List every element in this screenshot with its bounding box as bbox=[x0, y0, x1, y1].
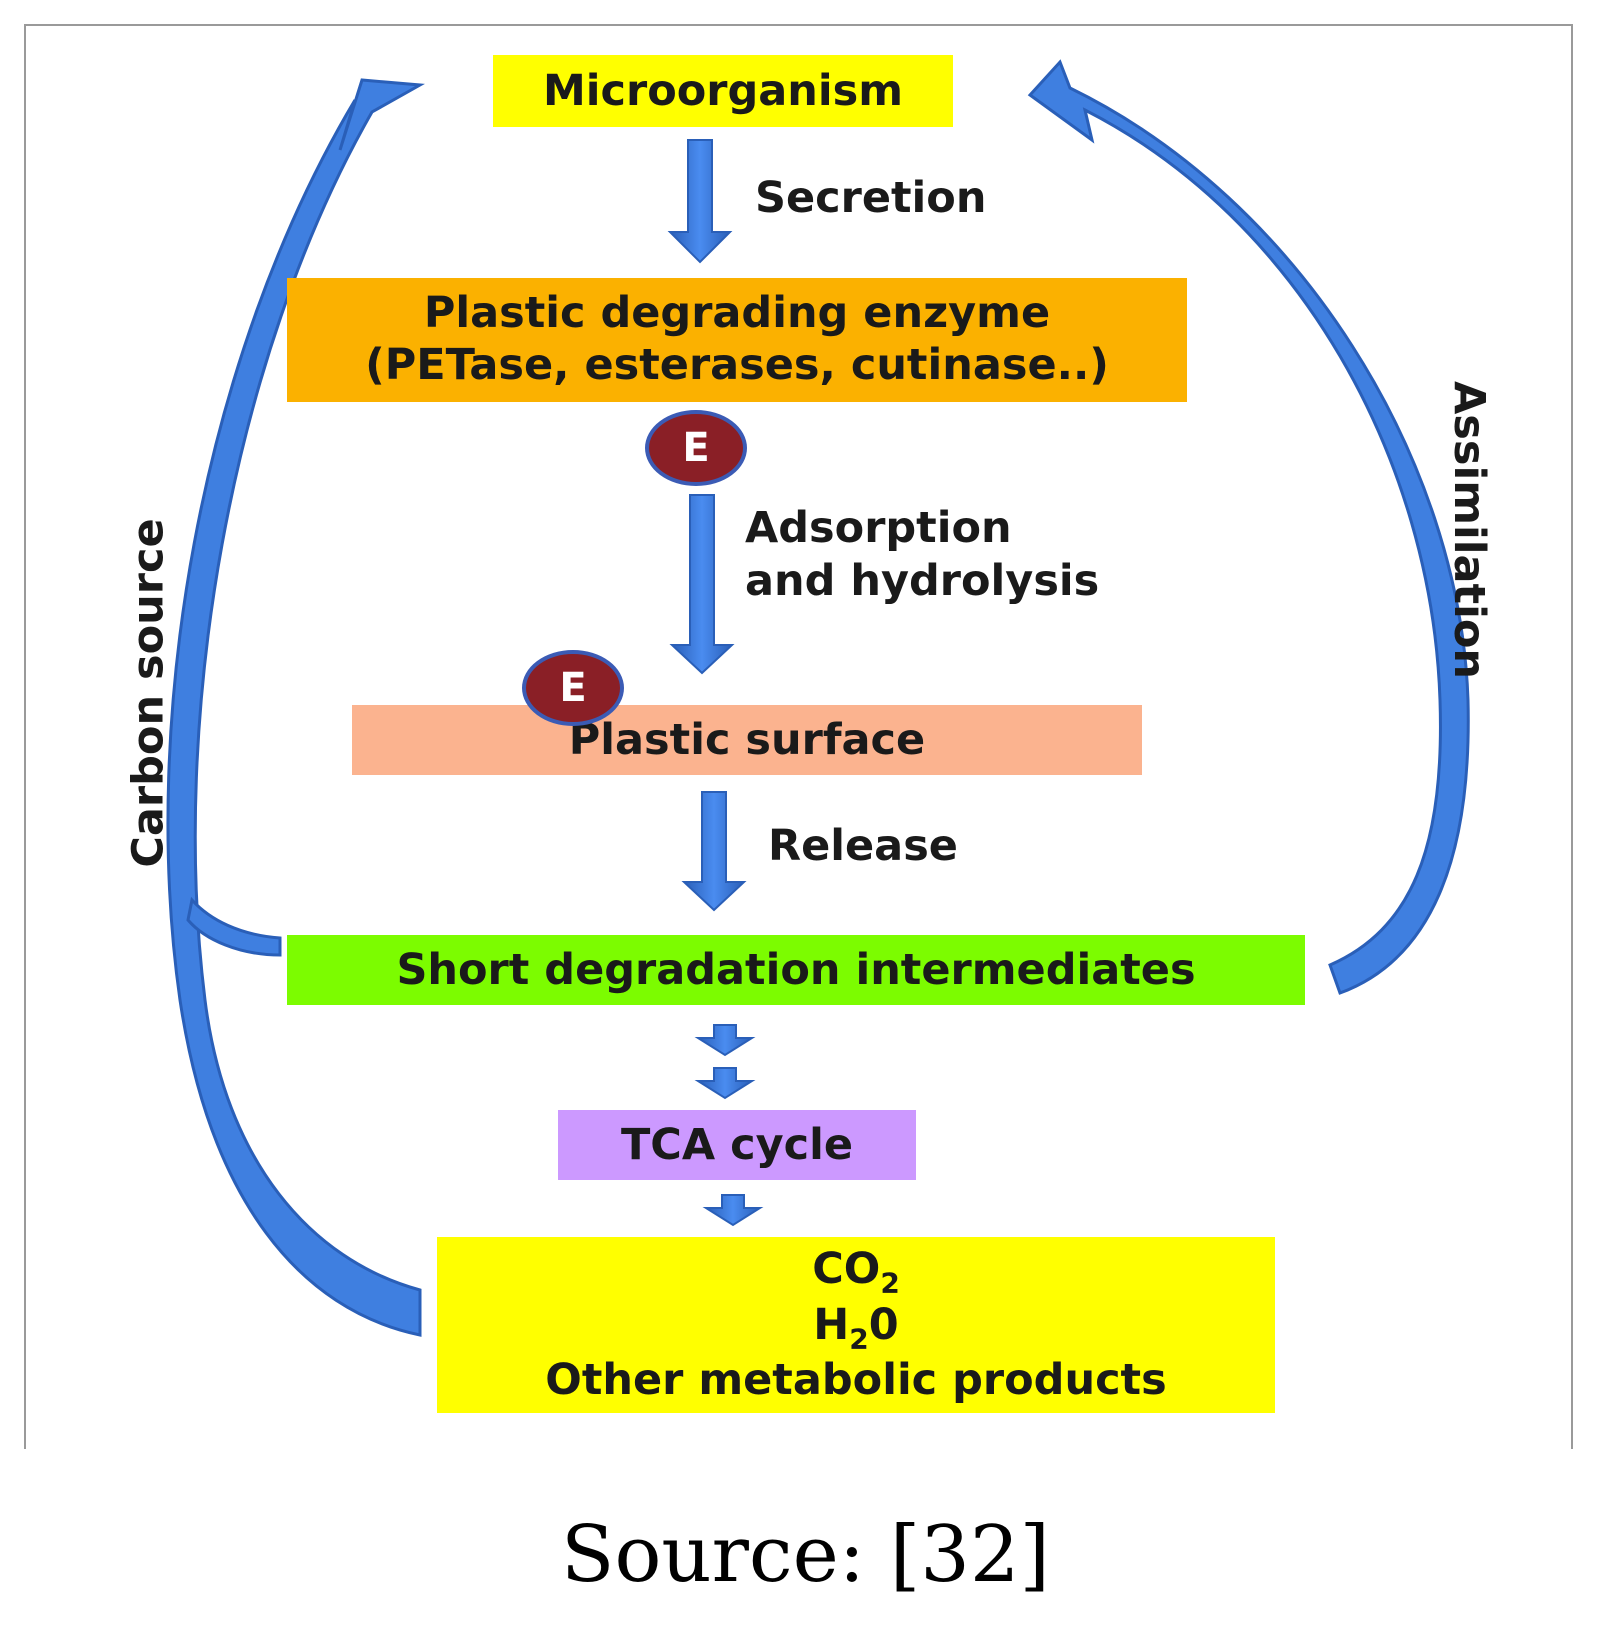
intermediates-branch bbox=[186, 896, 282, 957]
secretion-arrow bbox=[667, 139, 733, 264]
figure-frame bbox=[24, 24, 1573, 1449]
microorganism-box: Microorganism bbox=[493, 55, 953, 127]
adsorption-label-line1: Adsorption bbox=[745, 503, 1012, 553]
assimilation-arrow bbox=[1027, 59, 1470, 995]
plastic-surface-label: Plastic surface bbox=[568, 715, 926, 765]
carbon-source-arrow bbox=[166, 78, 425, 1337]
adsorption-arrow bbox=[669, 494, 735, 675]
source-caption: Source: [32] bbox=[561, 1510, 1050, 1600]
enzyme-box: Plastic degrading enzyme (PETase, estera… bbox=[287, 278, 1187, 402]
other-products-label: Other metabolic products bbox=[545, 1355, 1167, 1406]
tca-box: TCA cycle bbox=[558, 1110, 916, 1180]
small-arrow-1 bbox=[694, 1024, 756, 1057]
carbon-source-label: Carbon source bbox=[123, 518, 174, 868]
assimilation-label: Assimilation bbox=[1443, 381, 1494, 679]
enzyme-marker-surface: E bbox=[522, 650, 624, 726]
small-arrow-2 bbox=[694, 1067, 756, 1100]
small-arrow-3 bbox=[702, 1194, 764, 1227]
tca-label: TCA cycle bbox=[620, 1120, 854, 1170]
enzyme-marker-top: E bbox=[645, 410, 747, 486]
intermediates-box: Short degradation intermediates bbox=[287, 935, 1305, 1005]
adsorption-label-line2: and hydrolysis bbox=[745, 556, 1100, 606]
products-box: CO2 H20 Other metabolic products bbox=[437, 1237, 1275, 1413]
intermediates-label: Short degradation intermediates bbox=[396, 945, 1196, 995]
plastic-surface-box: Plastic surface bbox=[352, 705, 1142, 775]
co2-label: CO2 bbox=[812, 1244, 900, 1300]
release-arrow bbox=[681, 791, 747, 912]
secretion-label: Secretion bbox=[755, 173, 987, 223]
release-label: Release bbox=[768, 821, 958, 871]
enzyme-label-line1: Plastic degrading enzyme bbox=[423, 288, 1051, 339]
h2o-label: H20 bbox=[813, 1299, 899, 1356]
enzyme-label-line2: (PETase, esterases, cutinase..) bbox=[365, 340, 1109, 390]
microorganism-label: Microorganism bbox=[542, 66, 904, 116]
